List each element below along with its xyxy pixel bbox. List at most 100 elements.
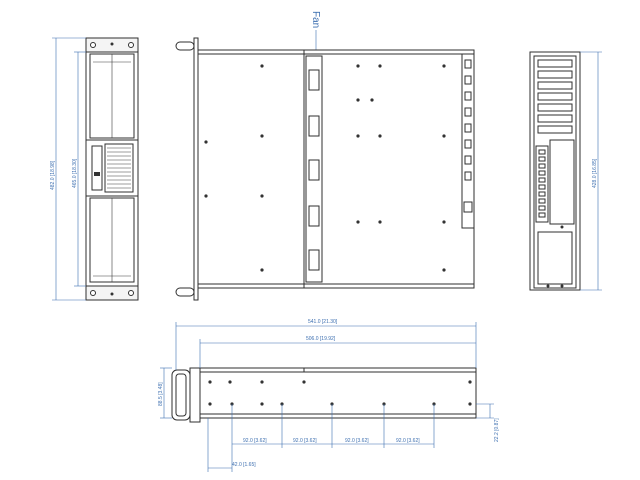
mount-hole (260, 194, 264, 198)
rear-psu-bay (537, 231, 573, 285)
mount-hole (378, 64, 382, 68)
rear-view (529, 51, 581, 291)
dim-edge-offset-label: 22.2 [0.87] (494, 418, 500, 442)
fan-label: Fan (310, 11, 321, 28)
io-port (538, 170, 546, 176)
rear-slot (464, 75, 472, 85)
fan-slot (308, 69, 320, 91)
mount-hole (356, 64, 360, 68)
side-hole (260, 380, 264, 384)
rear-slot (464, 155, 472, 165)
top-fan-slots (308, 69, 320, 271)
fan-slot (308, 249, 320, 271)
dim-hole-spacing-3-label: 92.0 [3.62] (345, 438, 369, 444)
side-hole (208, 380, 212, 384)
rear-psu-screw-right (560, 284, 564, 288)
dim-body-length-label: 506.0 [19.92] (306, 336, 336, 342)
side-chassis-body (199, 367, 477, 419)
dim-overall-length-label: 541.0 [21.30] (308, 319, 338, 325)
mount-hole (204, 140, 208, 144)
expansion-slot (537, 125, 573, 134)
dim-hole-spacing-2-label: 92.0 [3.62] (293, 438, 317, 444)
top-front-flange (193, 37, 199, 301)
rear-slot (464, 139, 472, 149)
front-bottom-hole (110, 292, 114, 296)
mount-hole (442, 268, 446, 272)
mount-hole (260, 134, 264, 138)
expansion-slot (537, 103, 573, 112)
dim-hole-spacing-4-label: 92.0 [3.62] (396, 438, 420, 444)
io-port (538, 198, 546, 204)
front-top-screw-right (128, 42, 134, 48)
side-hole (260, 402, 264, 406)
mount-hole (204, 194, 208, 198)
fan-slot (308, 115, 320, 137)
side-view (171, 367, 477, 423)
mount-hole (442, 64, 446, 68)
io-port (538, 163, 546, 169)
io-port (538, 212, 546, 218)
dim-first-offset-label: 42.0 [1.65] (232, 462, 256, 468)
rear-expansion-slots (537, 59, 573, 134)
top-chassis-body (197, 49, 475, 289)
side-hole (208, 402, 212, 406)
mount-hole (378, 220, 382, 224)
io-port (538, 205, 546, 211)
io-port (538, 177, 546, 183)
dim-rear-height-label: 428.0 [16.85] (592, 158, 598, 188)
expansion-slot (537, 81, 573, 90)
front-bottom-screw-right (128, 290, 134, 296)
fan-slot (308, 159, 320, 181)
mount-hole (356, 134, 360, 138)
rear-slot (464, 123, 472, 133)
rear-psu-screw-top (560, 225, 564, 229)
mount-hole (356, 98, 360, 102)
dim-front-inner-label: 465.0 [18.30] (72, 158, 78, 188)
side-hole (228, 380, 232, 384)
dim-side-depth-label: 88.5 [3.48] (158, 382, 164, 406)
rear-slot (464, 107, 472, 117)
mount-hole (370, 98, 374, 102)
top-view (175, 37, 475, 301)
io-port (538, 156, 546, 162)
rear-io-ports (538, 149, 546, 218)
top-rear-connector (463, 201, 473, 213)
expansion-slot (537, 92, 573, 101)
side-hole (468, 402, 472, 406)
fan-slot (308, 205, 320, 227)
front-io-lines (107, 147, 131, 189)
mount-hole (378, 134, 382, 138)
dim-hole-spacing-1-label: 92.0 [3.62] (243, 438, 267, 444)
mount-hole (442, 134, 446, 138)
top-mount-holes (204, 64, 446, 272)
front-bottom-screw-left (90, 290, 96, 296)
io-port (538, 184, 546, 190)
io-port (538, 149, 546, 155)
front-top-screw-left (90, 42, 96, 48)
top-handle-lower (175, 287, 195, 297)
front-view (85, 37, 139, 301)
expansion-slot (537, 59, 573, 68)
front-top-hole (110, 42, 114, 46)
expansion-slot (537, 70, 573, 79)
mount-hole (356, 220, 360, 224)
top-handle-upper (175, 41, 195, 51)
side-mount-holes (208, 380, 472, 406)
side-handle-inner (175, 373, 187, 417)
rear-slot (464, 59, 472, 69)
mount-hole (260, 64, 264, 68)
side-hole (468, 380, 472, 384)
io-port (538, 191, 546, 197)
top-rear-slots (464, 59, 472, 181)
front-panel-drive-slot (91, 145, 103, 191)
rear-board-area (549, 139, 575, 225)
mount-hole (260, 268, 264, 272)
dim-front-height-label: 482.0 [18.98] (50, 160, 56, 190)
rear-slot (464, 171, 472, 181)
expansion-slot (537, 114, 573, 123)
rear-slot (464, 91, 472, 101)
rear-psu-screw-left (546, 284, 550, 288)
side-front-flange (189, 367, 201, 423)
side-hole (302, 380, 306, 384)
